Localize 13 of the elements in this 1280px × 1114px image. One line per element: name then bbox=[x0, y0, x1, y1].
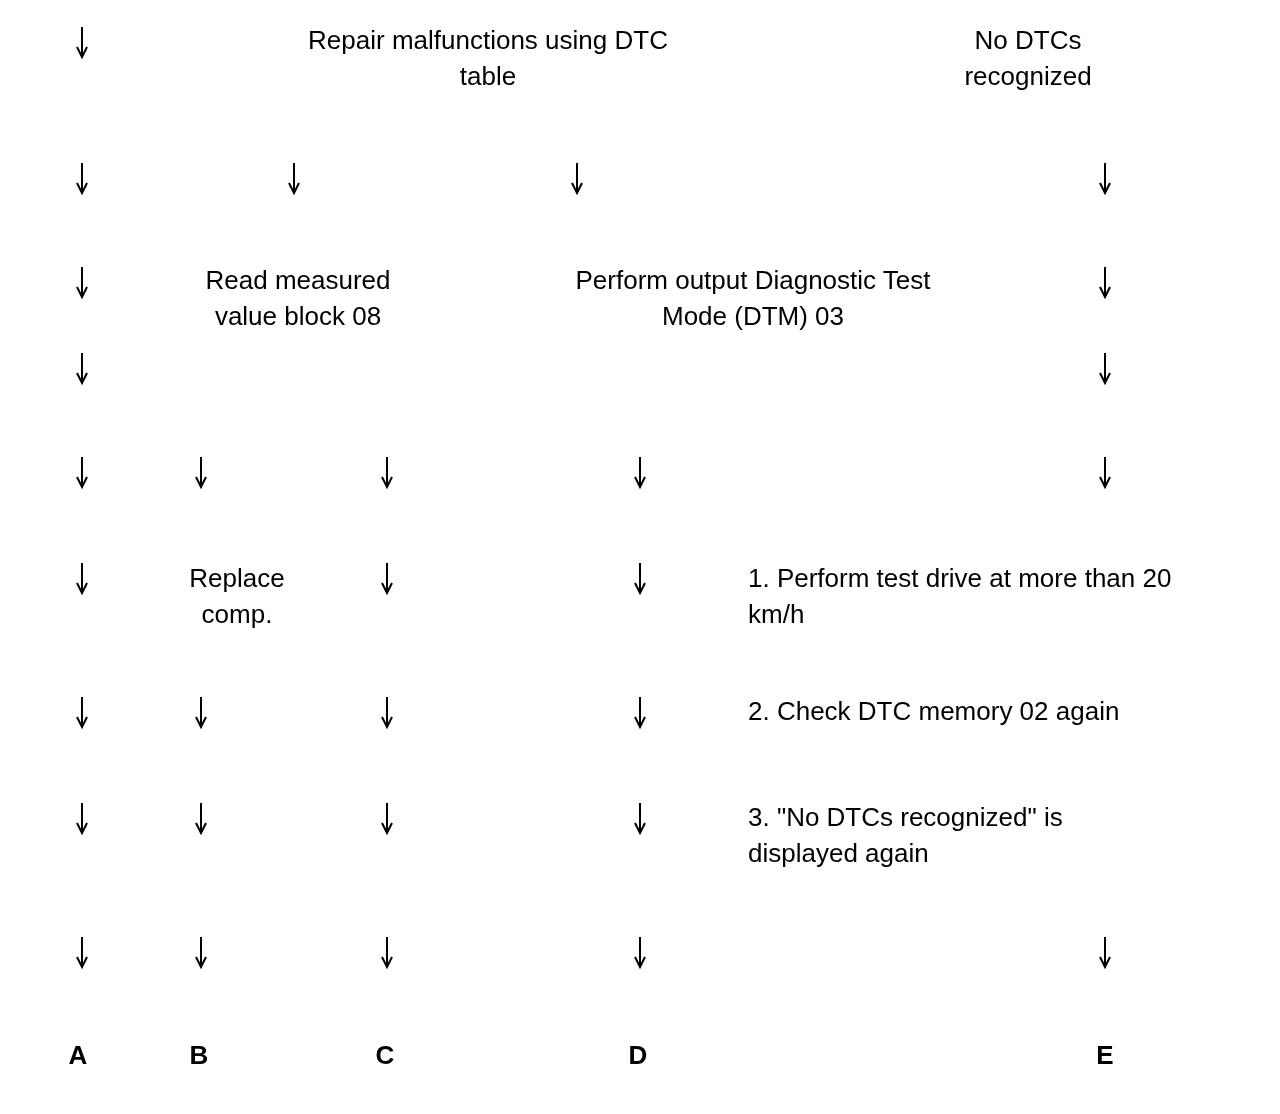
column-letter: C bbox=[374, 1039, 396, 1072]
step-text: No DTCs recognized bbox=[963, 24, 1093, 93]
step-text: 2. Check DTC memory 02 again bbox=[748, 695, 1121, 728]
column-letter: B bbox=[188, 1039, 210, 1072]
column-letter: A bbox=[67, 1039, 89, 1072]
step-text: Replace comp. bbox=[188, 562, 286, 631]
step-text: 1. Perform test drive at more than 20 km/h bbox=[748, 562, 1173, 631]
step-text: 3. "No DTCs recognized" is displayed again bbox=[748, 801, 1064, 870]
column-letter: E bbox=[1095, 1039, 1115, 1072]
step-text: Repair malfunctions using DTC table bbox=[307, 24, 669, 93]
step-text: Read measured value block 08 bbox=[204, 264, 392, 333]
column-letter: D bbox=[627, 1039, 649, 1072]
step-text: Perform output Diagnostic Test Mode (DTM) 03 bbox=[574, 264, 932, 333]
